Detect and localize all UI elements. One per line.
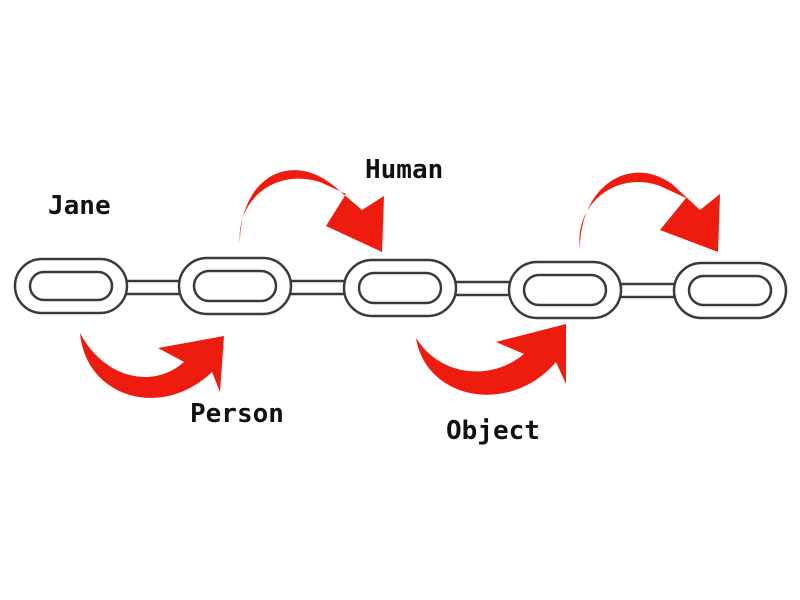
chain-link-3	[342, 258, 458, 318]
label-human: Human	[365, 155, 444, 185]
chain	[13, 256, 788, 320]
curved-arrow-top-1	[239, 170, 384, 252]
label-jane: Jane	[48, 191, 111, 221]
chain-link-1	[13, 257, 129, 315]
arrows	[80, 170, 720, 398]
chain-link-5	[672, 261, 788, 320]
chain-link-4	[507, 260, 623, 320]
label-object: Object	[446, 416, 540, 446]
chain-link-2	[177, 256, 293, 316]
curved-arrow-top-2	[579, 172, 720, 252]
curved-arrow-bottom-1	[80, 333, 224, 398]
label-person: Person	[190, 399, 284, 429]
curved-arrow-bottom-2	[416, 324, 566, 395]
